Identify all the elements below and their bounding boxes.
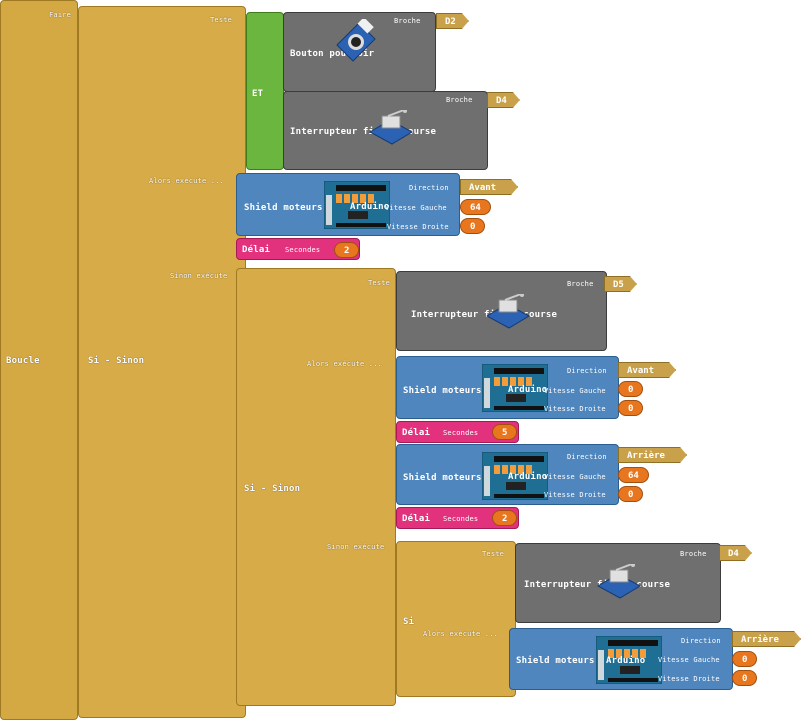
if-else-block-outer[interactable]: Si - Sinon Teste Alors exécute ... Sinon… <box>78 6 246 718</box>
limit-switch-title: Interrupteur fin de course <box>290 127 437 137</box>
direction-dropdown[interactable]: Arrière <box>732 631 801 647</box>
pin-label: Broche <box>446 96 473 104</box>
direction-label: Direction <box>567 453 607 461</box>
seconds-label: Secondes <box>443 429 479 437</box>
if-else-title: Si - Sinon <box>88 356 145 366</box>
right-speed-label: Vitesse Droite <box>544 491 606 499</box>
right-speed-input[interactable]: 0 <box>618 486 644 502</box>
motor-shield-title: Shield moteurs <box>403 386 482 396</box>
limit-switch-module-image <box>485 294 531 330</box>
if-else-block-inner[interactable]: Si - Sinon Teste Alors exécute ... Sinon… <box>236 268 396 706</box>
direction-dropdown[interactable]: Arrière <box>618 447 687 463</box>
else-label: Sinon exécute <box>170 272 228 280</box>
left-speed-label: Vitesse Gauche <box>385 204 447 212</box>
right-speed-input[interactable]: 0 <box>732 670 758 686</box>
arduino-board-image <box>596 636 662 684</box>
if-title: Si <box>403 617 415 627</box>
direction-dropdown[interactable]: Avant <box>618 362 676 378</box>
right-speed-input[interactable]: 0 <box>460 218 486 234</box>
push-button-block[interactable]: Broche Bouton poussoir <box>283 12 436 92</box>
delay-title: Délai <box>402 514 431 524</box>
left-speed-label: Vitesse Gauche <box>658 656 720 664</box>
test-label: Teste <box>482 550 505 558</box>
and-block[interactable]: ET <box>246 12 284 170</box>
seconds-label: Secondes <box>285 246 321 254</box>
motor-shield-block[interactable]: Shield moteurs Arduino Direction Vitesse… <box>396 444 619 505</box>
motor-shield-title: Shield moteurs <box>516 656 595 666</box>
delay-block[interactable]: Délai Secondes <box>236 238 360 260</box>
limit-switch-block[interactable]: Broche Interrupteur fin de course <box>515 543 721 623</box>
limit-switch-block[interactable]: Broche Interrupteur fin de course <box>283 91 488 170</box>
arduino-board-image <box>482 364 548 412</box>
then-label: Alors exécute ... <box>423 630 499 638</box>
delay-block[interactable]: Délai Secondes <box>396 421 519 443</box>
then-label: Alors exécute ... <box>149 177 225 185</box>
delay-title: Délai <box>402 428 431 438</box>
limit-switch-block[interactable]: Broche Interrupteur fin de course <box>396 271 607 351</box>
limit-switch-module-image <box>368 110 414 146</box>
pin-dropdown[interactable]: D2 <box>436 13 469 29</box>
then-label: Alors exécute ... <box>307 360 383 368</box>
right-speed-input[interactable]: 0 <box>618 400 644 416</box>
seconds-label: Secondes <box>443 515 479 523</box>
direction-dropdown[interactable]: Avant <box>460 179 518 195</box>
loop-do-label: Faire <box>49 11 72 19</box>
else-label: Sinon exécute <box>327 543 385 551</box>
if-block[interactable]: Si Teste Alors exécute ... <box>396 541 516 697</box>
and-label: ET <box>252 89 264 99</box>
limit-switch-module-image <box>596 564 642 600</box>
direction-label: Direction <box>409 184 449 192</box>
motor-shield-title: Shield moteurs <box>403 473 482 483</box>
direction-label: Direction <box>681 637 721 645</box>
right-speed-label: Vitesse Droite <box>544 405 606 413</box>
motor-shield-block[interactable]: Shield moteurs Arduino Direction Vitesse… <box>509 628 733 690</box>
pin-label: Broche <box>394 17 421 25</box>
pin-dropdown[interactable]: D4 <box>719 545 752 561</box>
pin-dropdown[interactable]: D5 <box>604 276 637 292</box>
push-button-module-image <box>333 19 377 65</box>
pin-label: Broche <box>567 280 594 288</box>
delay-seconds-input[interactable]: 2 <box>492 510 518 526</box>
motor-shield-block[interactable]: Shield moteurs Arduino Direction Vitesse… <box>236 173 460 236</box>
loop-block[interactable]: Boucle Faire <box>0 0 78 720</box>
loop-title: Boucle <box>6 356 40 366</box>
arduino-label: Arduino <box>350 202 390 212</box>
arduino-label: Arduino <box>606 656 646 666</box>
delay-seconds-input[interactable]: 2 <box>334 242 360 258</box>
left-speed-label: Vitesse Gauche <box>544 387 606 395</box>
motor-shield-block[interactable]: Shield moteurs Arduino Direction Vitesse… <box>396 356 619 419</box>
arduino-board-image <box>324 181 390 229</box>
arduino-label: Arduino <box>508 385 548 395</box>
push-button-title: Bouton poussoir <box>290 49 375 59</box>
right-speed-label: Vitesse Droite <box>387 223 449 231</box>
test-label: Teste <box>368 279 391 287</box>
delay-seconds-input[interactable]: 5 <box>492 424 518 440</box>
left-speed-input[interactable]: 0 <box>732 651 758 667</box>
left-speed-input[interactable]: 64 <box>460 199 491 215</box>
pin-label: Broche <box>680 550 707 558</box>
left-speed-input[interactable]: 0 <box>618 381 644 397</box>
arduino-label: Arduino <box>508 472 548 482</box>
pin-dropdown[interactable]: D4 <box>487 92 520 108</box>
test-label: Teste <box>210 16 233 24</box>
left-speed-label: Vitesse Gauche <box>544 473 606 481</box>
limit-switch-title: Interrupteur fin de course <box>411 310 558 320</box>
right-speed-label: Vitesse Droite <box>658 675 720 683</box>
direction-label: Direction <box>567 367 607 375</box>
limit-switch-title: Interrupteur fin de course <box>524 580 671 590</box>
arduino-board-image <box>482 452 548 500</box>
motor-shield-title: Shield moteurs <box>244 203 323 213</box>
delay-title: Délai <box>242 245 271 255</box>
left-speed-input[interactable]: 64 <box>618 467 649 483</box>
if-else-title: Si - Sinon <box>244 484 301 494</box>
delay-block[interactable]: Délai Secondes <box>396 507 519 529</box>
